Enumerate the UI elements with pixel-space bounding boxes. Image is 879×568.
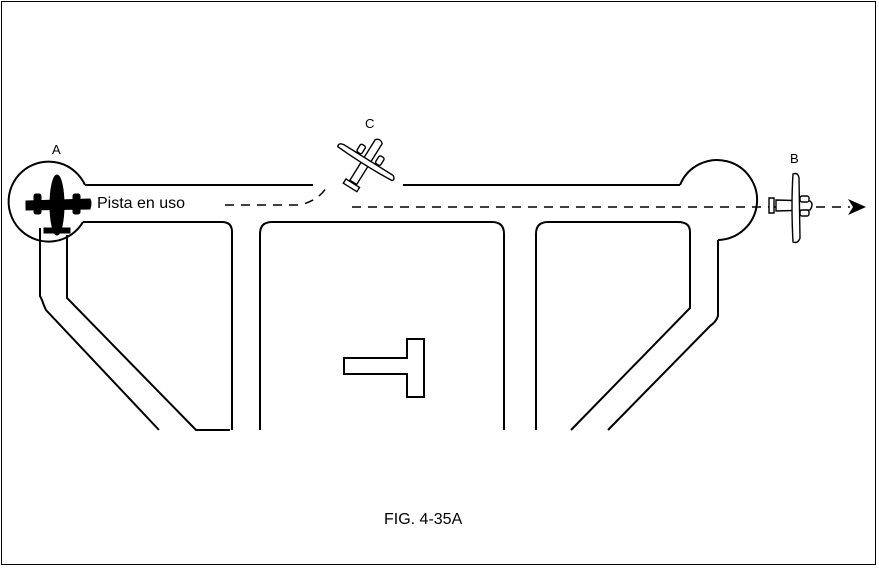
airplane-outline-icon-c xyxy=(337,138,395,193)
airplane-dark-icon xyxy=(25,174,92,236)
taxiway-left-outer xyxy=(39,228,160,431)
right-turnaround-circle xyxy=(679,159,759,241)
left-turnaround-circle xyxy=(7,160,86,243)
dashed-path-c xyxy=(225,184,329,206)
runway-label: Pista en uso xyxy=(97,195,186,212)
wind-tee-icon xyxy=(343,338,425,398)
plane-b-label: B xyxy=(790,151,799,166)
figure-caption: FIG. 4-35A xyxy=(384,511,463,528)
taxiway-right-top xyxy=(535,221,691,431)
plane-a-label: A xyxy=(52,142,61,157)
taxiway-left-inner xyxy=(66,235,230,431)
airplane-outline-icon xyxy=(768,172,813,244)
arrow-right-icon xyxy=(848,199,866,215)
taxiway-left-top xyxy=(83,221,233,430)
plane-c-label: C xyxy=(365,116,375,131)
center-block xyxy=(259,221,505,430)
taxiway-right-outer xyxy=(607,240,719,431)
